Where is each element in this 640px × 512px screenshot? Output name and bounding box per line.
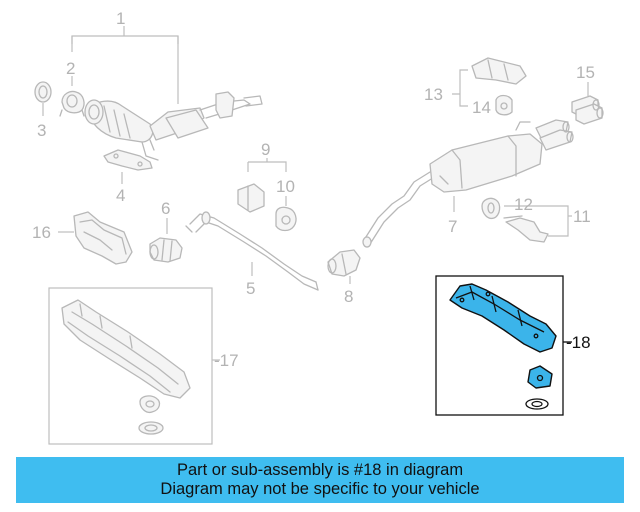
part-11-bracket[interactable]	[503, 205, 572, 243]
part-4-bracket[interactable]	[103, 149, 153, 184]
part-9-hanger[interactable]	[237, 158, 287, 213]
callout-5: 5	[246, 279, 255, 298]
callout-3: 3	[37, 121, 46, 140]
callout-12: 12	[514, 195, 533, 214]
callout-13: 13	[424, 85, 443, 104]
callout-6: 6	[161, 199, 170, 218]
callout-15: 15	[576, 63, 595, 82]
part-1-catalytic-converter[interactable]	[71, 26, 263, 161]
part-10-rubber-hanger[interactable]	[275, 196, 297, 232]
banner-line-1: Part or sub-assembly is #18 in diagram	[176, 461, 464, 479]
callout-14: 14	[472, 98, 491, 117]
callout-11: 11	[573, 207, 591, 226]
callout-7: 7	[448, 217, 457, 236]
part-8-clamp[interactable]	[327, 249, 361, 284]
part-14-rubber-hanger[interactable]	[495, 94, 513, 116]
callout-4: 4	[116, 186, 125, 205]
part-16-heat-shield[interactable]	[58, 211, 133, 265]
part-13-heat-shield[interactable]	[452, 57, 527, 107]
part-3-gasket[interactable]	[34, 81, 52, 116]
part-12-rubber-mount[interactable]	[481, 197, 501, 220]
callout-16: 16	[32, 223, 51, 242]
part-18-heat-shield-assembly[interactable]	[435, 275, 572, 416]
part-5-intermediate-pipe[interactable]	[185, 211, 319, 291]
part-7-muffler[interactable]	[362, 119, 574, 248]
exhaust-parts-diagram: 1 2 3 4 5 6 7 8 9 10 11 12 13 14 15 16 -…	[32, 9, 604, 445]
callout-8: 8	[344, 287, 353, 306]
callout-9: 9	[261, 140, 270, 159]
part-15-tail-pipe-tips[interactable]	[571, 82, 604, 125]
callout-1: 1	[116, 9, 125, 28]
part-2-clamp[interactable]	[59, 76, 85, 117]
callout-10: 10	[276, 177, 295, 196]
part-17-heat-shield-assembly[interactable]	[48, 287, 220, 445]
callout-18: -18	[566, 333, 591, 352]
info-banner: Part or sub-assembly is #18 in diagram D…	[16, 457, 624, 503]
callout-17: -17	[214, 351, 239, 370]
banner-line-2: Diagram may not be specific to your vehi…	[160, 480, 480, 498]
callout-2: 2	[66, 59, 75, 78]
part-6-clamp[interactable]	[149, 218, 183, 263]
